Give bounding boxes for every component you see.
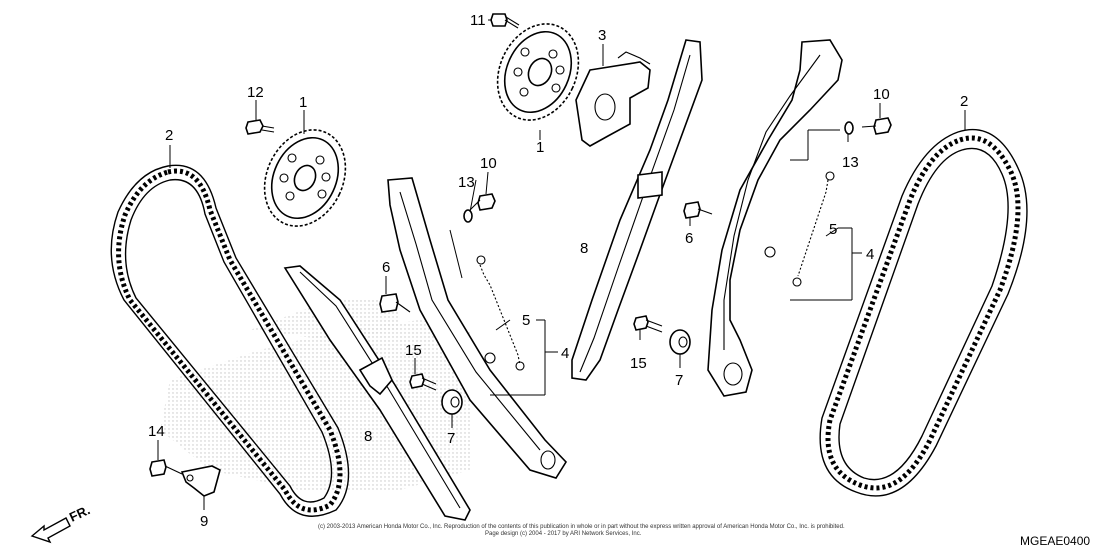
diagram-code: MGEAE0400 (1020, 534, 1090, 548)
tensioner-arm-left (387, 177, 568, 479)
callout-7-right: 7 (675, 372, 683, 389)
callout-5-right: 5 (829, 221, 837, 238)
chain-guide-right (571, 39, 703, 381)
bracket-9 (180, 465, 221, 497)
callout-3: 3 (598, 27, 606, 44)
callout-2-left: 2 (165, 127, 173, 144)
callout-14: 14 (148, 423, 165, 440)
cam-sprocket-right (496, 23, 580, 121)
callout-1-right: 1 (536, 139, 544, 156)
bolt-12 (245, 119, 275, 135)
collar-7-left (441, 389, 463, 415)
callout-13-left: 13 (458, 174, 475, 191)
callout-11: 11 (470, 12, 486, 29)
callout-4-left: 4 (561, 345, 569, 362)
chain-guide-left (283, 265, 471, 521)
collar-7-right (669, 329, 691, 355)
bolt-14 (149, 459, 183, 477)
bolt-15-left (409, 373, 437, 391)
bolt-15-right (633, 315, 663, 333)
callout-6-right: 6 (685, 230, 693, 247)
cam-chain-left (110, 164, 350, 517)
copyright-line-2: Page design (c) 2004 - 2017 by ARI Netwo… (485, 531, 642, 537)
callout-labels: 1 1 2 2 3 4 4 5 5 6 6 7 7 8 8 9 10 10 11… (148, 12, 968, 530)
callout-8-left: 8 (364, 428, 372, 445)
washer-13-right (844, 121, 854, 135)
callout-12: 12 (247, 84, 264, 101)
front-label: FR. (67, 502, 92, 524)
callout-10-left: 10 (480, 155, 497, 172)
callout-13-right: 13 (842, 154, 859, 171)
leader-lines (157, 19, 966, 510)
callout-4-right: 4 (866, 246, 874, 263)
callout-15-right: 15 (630, 355, 647, 372)
callout-9: 9 (200, 513, 208, 530)
front-arrow: FR. (30, 502, 92, 544)
bolt-6-right (683, 201, 713, 219)
washer-13-left (463, 209, 473, 223)
cam-chain-right (819, 128, 1028, 497)
bolt-10-right (861, 117, 892, 135)
cam-sprocket-left (263, 129, 347, 227)
bolt-11 (490, 13, 520, 29)
callout-8-right: 8 (580, 240, 588, 257)
callout-15-left: 15 (405, 342, 422, 359)
spring-right (792, 171, 835, 287)
callout-10-right: 10 (873, 86, 890, 103)
spring-left (476, 255, 525, 371)
plate-3 (575, 51, 651, 147)
callout-5-left: 5 (522, 312, 530, 329)
callout-7-left: 7 (447, 430, 455, 447)
callout-2-right: 2 (960, 93, 968, 110)
callout-1-left: 1 (299, 94, 307, 111)
copyright-line-1: (c) 2003-2013 American Honda Motor Co., … (318, 524, 845, 530)
tensioner-arm-right (707, 39, 843, 397)
callout-6-left: 6 (382, 259, 390, 276)
bolt-6-left (379, 293, 411, 313)
bolt-10-left (469, 193, 496, 211)
